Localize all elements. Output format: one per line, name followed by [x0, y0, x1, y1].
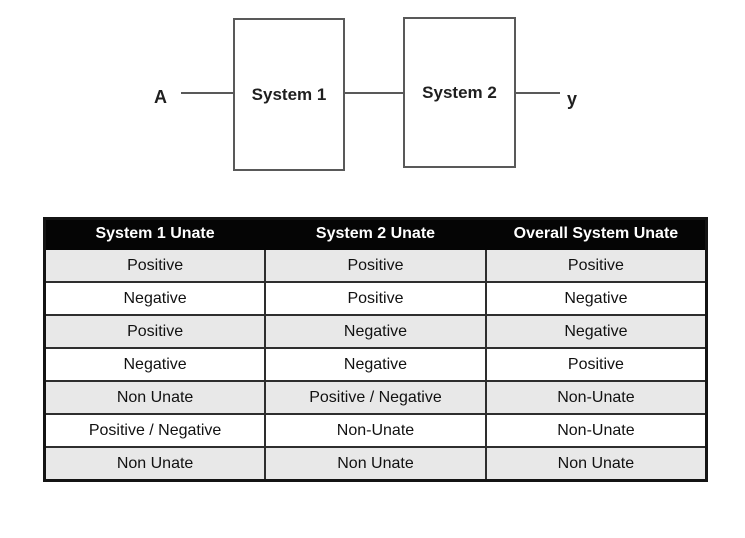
system1-box: System 1 — [233, 18, 345, 171]
cell-overall: Non-Unate — [484, 413, 708, 448]
table-row: Negative Negative Positive — [43, 347, 708, 382]
cell-sys1: Negative — [43, 281, 267, 316]
cell-sys2: Non Unate — [264, 446, 487, 482]
cell-overall: Positive — [484, 248, 708, 283]
cell-sys1: Non Unate — [43, 380, 267, 415]
cell-sys1: Positive — [43, 248, 267, 283]
interconnect-wire — [345, 92, 403, 94]
cell-overall: Non Unate — [484, 446, 708, 482]
unate-table-body: Positive Positive Positive Negative Posi… — [43, 248, 708, 482]
table-row: Non Unate Positive / Negative Non-Unate — [43, 380, 708, 415]
input-signal-label: A — [154, 87, 167, 107]
cell-sys1: Positive / Negative — [43, 413, 267, 448]
cell-sys2: Positive — [264, 281, 487, 316]
cell-sys2: Positive — [264, 248, 487, 283]
header-system2-unate: System 2 Unate — [264, 217, 487, 250]
cell-overall: Positive — [484, 347, 708, 382]
output-signal-label: y — [567, 89, 578, 109]
cell-sys2: Negative — [264, 347, 487, 382]
input-wire — [181, 92, 233, 94]
cell-sys2: Negative — [264, 314, 487, 349]
system2-box: System 2 — [403, 17, 516, 168]
unate-table: System 1 Unate System 2 Unate Overall Sy… — [43, 217, 708, 482]
cell-sys1: Negative — [43, 347, 267, 382]
table-row: Positive Positive Positive — [43, 248, 708, 283]
cell-sys1: Non Unate — [43, 446, 267, 482]
header-row: System 1 Unate System 2 Unate Overall Sy… — [43, 217, 708, 250]
unate-table-header: System 1 Unate System 2 Unate Overall Sy… — [43, 217, 708, 250]
header-system1-unate: System 1 Unate — [43, 217, 267, 250]
cell-overall: Non-Unate — [484, 380, 708, 415]
table-row: Positive / Negative Non-Unate Non-Unate — [43, 413, 708, 448]
output-wire — [516, 92, 560, 94]
table-row: Positive Negative Negative — [43, 314, 708, 349]
cell-sys2: Positive / Negative — [264, 380, 487, 415]
cell-overall: Negative — [484, 314, 708, 349]
header-overall-unate: Overall System Unate — [484, 217, 708, 250]
table-row: Negative Positive Negative — [43, 281, 708, 316]
cell-sys1: Positive — [43, 314, 267, 349]
system2-label: System 2 — [422, 82, 497, 102]
table-row: Non Unate Non Unate Non Unate — [43, 446, 708, 482]
cell-sys2: Non-Unate — [264, 413, 487, 448]
cell-overall: Negative — [484, 281, 708, 316]
system1-label: System 1 — [251, 84, 327, 104]
